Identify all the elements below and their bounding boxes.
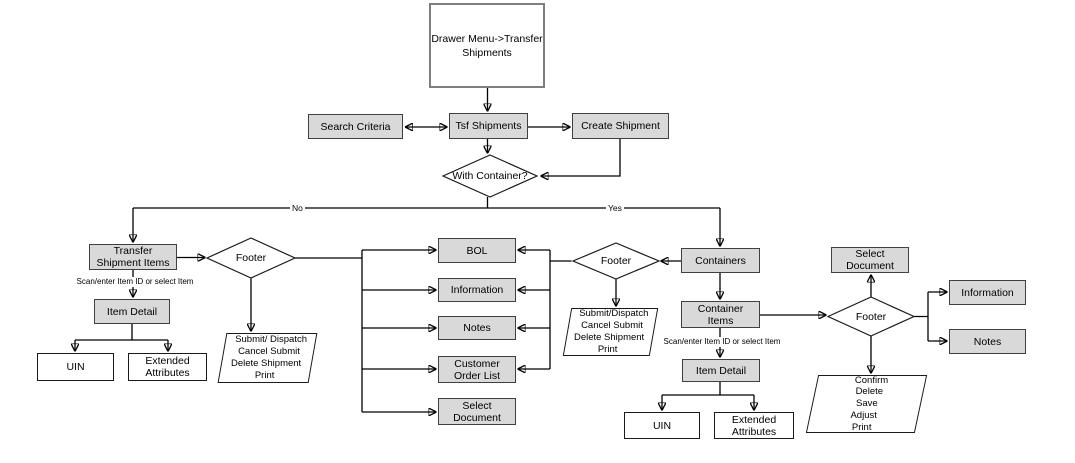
action-line: Cancel Submit [237, 346, 300, 358]
node-search-criteria: Search Criteria [308, 114, 403, 139]
node-extended-attributes-right: Extended Attributes [714, 412, 794, 439]
actions-parallelogram-left: Submit/ Dispatch Cancel Submit Delete Sh… [217, 333, 318, 383]
node-select-document-mid: Select Document [438, 398, 516, 425]
node-notes-mid: Notes [438, 316, 516, 340]
action-line: Confirm [854, 374, 889, 386]
decision-footer-mid: Footer [573, 243, 659, 279]
node-information-right: Information [949, 280, 1026, 305]
decision-label: With Container? [452, 170, 528, 182]
actions-parallelogram-right: Confirm Delete Save Adjust Print [805, 374, 928, 433]
decision-label: Footer [235, 252, 267, 264]
action-line: Delete [855, 386, 883, 398]
node-extended-attributes-left: Extended Attributes [128, 353, 207, 381]
node-item-detail-left: Item Detail [94, 299, 170, 324]
node-information-mid: Information [438, 278, 516, 302]
node-customer-order-list: Customer Order List [438, 356, 516, 383]
annotation-scan-item-left: Scan/enter Item ID or select Item [73, 277, 197, 287]
decision-footer-far-right: Footer [828, 297, 914, 336]
branch-label-no: No [290, 203, 305, 213]
node-containers: Containers [681, 248, 760, 273]
action-line: Delete Shipment [231, 358, 302, 369]
edge-footerfar-elbow [914, 292, 929, 341]
node-uin-left: UIN [37, 353, 114, 381]
node-tsf-shipments: Tsf Shipments [449, 113, 528, 139]
action-line: Adjust [850, 409, 878, 421]
node-transfer-shipment-items: Transfer Shipment Items [89, 244, 177, 270]
diamond-shape [573, 243, 659, 279]
edge-withcontainer-split [133, 197, 720, 209]
action-line: Print [254, 369, 275, 381]
action-line: Delete Shipment [574, 332, 645, 343]
node-notes-right: Notes [949, 329, 1026, 354]
node-container-items: Container Items [681, 301, 760, 328]
edge-itemdetail-left-split [75, 324, 168, 341]
node-bol: BOL [438, 238, 516, 263]
decision-label: Footer [600, 255, 632, 267]
node-drawer-menu: Drawer Menu->Transfer Shipments [429, 3, 545, 88]
node-create-shipment: Create Shipment [572, 113, 669, 139]
decision-footer-left: Footer [207, 238, 295, 278]
node-item-detail-right: Item Detail [682, 359, 760, 382]
edge-create-to-withcontainer [540, 139, 621, 176]
action-line: Print [597, 343, 618, 355]
node-select-document-right: Select Document [831, 247, 909, 273]
action-line: Cancel Submit [580, 320, 643, 332]
branch-label-yes: Yes [606, 203, 624, 213]
action-line: Print [851, 421, 872, 433]
diamond-shape [207, 238, 295, 278]
actions-parallelogram-mid: Submit/Dispatch Cancel Submit Delete Shi… [562, 308, 659, 356]
action-line: Submit/Dispatch [579, 308, 649, 320]
action-line: Submit/ Dispatch [234, 334, 307, 346]
diamond-shape [828, 297, 914, 336]
node-uin-right: UIN [624, 412, 700, 439]
action-line: Save [855, 398, 878, 410]
edge-itemdetail-right-split [662, 382, 754, 396]
diamond-shape [443, 155, 537, 197]
decision-label: Footer [855, 310, 887, 323]
annotation-scan-item-right: Scan/enter Item ID or select Item [660, 337, 784, 347]
decision-with-container: With Container? [443, 155, 537, 197]
